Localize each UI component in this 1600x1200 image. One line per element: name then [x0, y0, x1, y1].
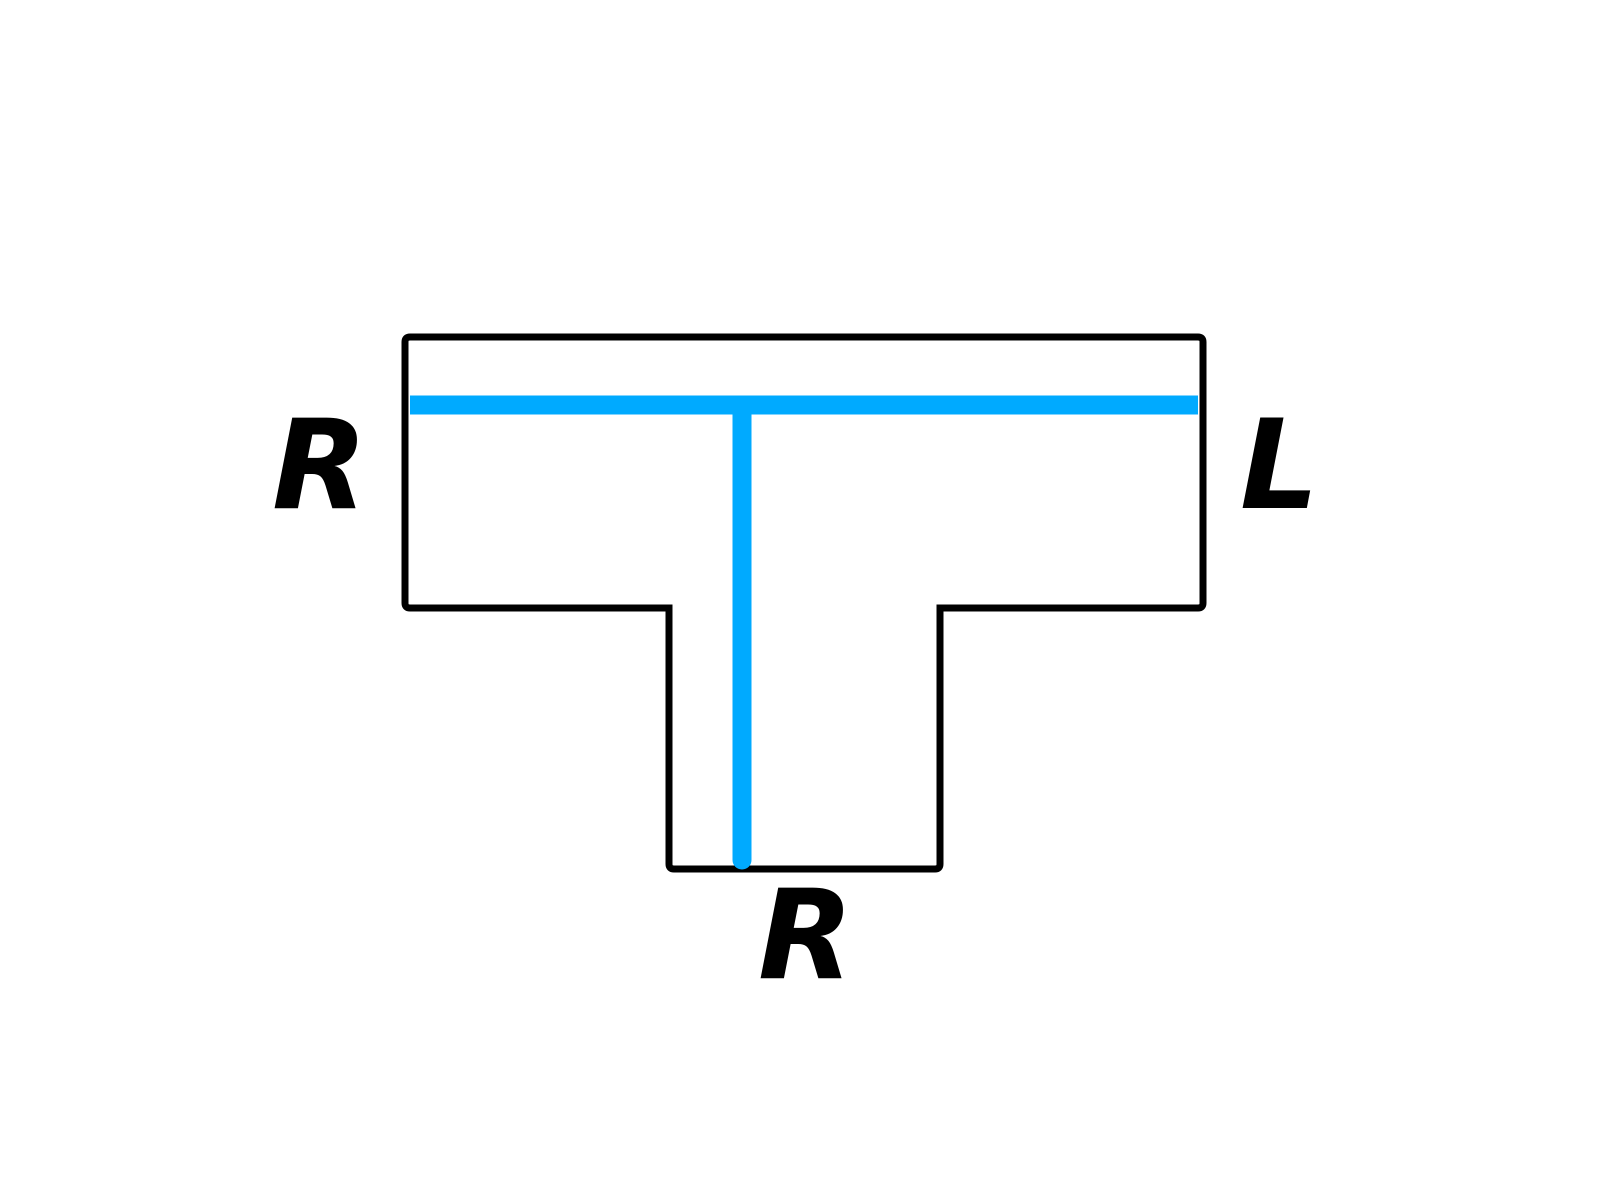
- left-port-label: R: [272, 394, 367, 538]
- bottom-port-label: R: [758, 864, 853, 1008]
- t-junction-outline: [401, 333, 1207, 873]
- right-port-label: L: [1240, 394, 1319, 538]
